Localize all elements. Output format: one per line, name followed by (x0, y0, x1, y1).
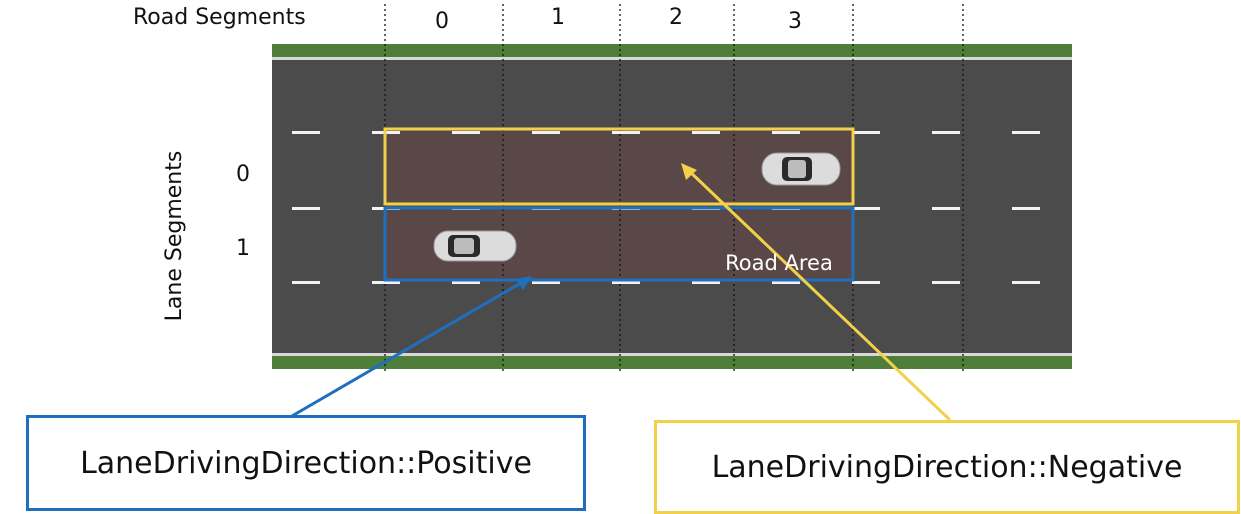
lane-dash (292, 131, 320, 134)
lane-dash (932, 207, 960, 210)
positive-direction-callout: LaneDrivingDirection::Positive (26, 415, 586, 511)
lane-1-outline (383, 206, 855, 282)
negative-direction-label: LaneDrivingDirection::Negative (711, 449, 1183, 485)
grass-top (272, 44, 1072, 57)
road-segment-index-3: 3 (788, 9, 802, 34)
segment-dividers (384, 4, 964, 372)
lane-dash (452, 281, 480, 284)
lane-dash (1012, 131, 1040, 134)
negative-leader-line (684, 166, 952, 422)
lane-dash (612, 281, 640, 284)
positive-arrowhead (516, 276, 532, 290)
lane-dash (692, 281, 720, 284)
lane-dash (612, 131, 640, 134)
road-segment-index-0: 0 (435, 9, 449, 34)
lane-dash (852, 281, 880, 284)
lane-dash (692, 131, 720, 134)
lane-dash (292, 207, 320, 210)
lane-dash (292, 281, 320, 284)
lane-dash (772, 131, 800, 134)
lane-0-outline (383, 127, 855, 206)
lane-dash (932, 281, 960, 284)
lane-dash (452, 131, 480, 134)
lane-dash (372, 281, 400, 284)
road-segment-index-2: 2 (669, 5, 683, 30)
car-lane-1 (433, 230, 517, 262)
lane-segment-index-1: 1 (236, 236, 250, 261)
lane-dash (772, 281, 800, 284)
lane-dash (852, 131, 880, 134)
edge-line-top (272, 57, 1072, 60)
positive-direction-label: LaneDrivingDirection::Positive (80, 445, 532, 481)
road-segment-index-1: 1 (551, 5, 565, 30)
lane-dash (1012, 281, 1040, 284)
edge-line-bottom (272, 353, 1072, 356)
road-segments-title: Road Segments (133, 5, 306, 30)
lane-dash (852, 207, 880, 210)
road-area-label: Road Area (725, 251, 833, 275)
lane-segments-title: Lane Segments (162, 151, 187, 322)
car-lane-0 (761, 152, 841, 186)
lane-dash (932, 131, 960, 134)
grass-bottom (272, 356, 1072, 369)
lane-segment-index-0: 0 (236, 162, 250, 187)
lane-dash (532, 281, 560, 284)
positive-leader-line (291, 278, 527, 418)
lane-dash (532, 131, 560, 134)
negative-arrowhead (681, 163, 697, 180)
lane-dash (1012, 207, 1040, 210)
negative-direction-callout: LaneDrivingDirection::Negative (654, 420, 1240, 514)
